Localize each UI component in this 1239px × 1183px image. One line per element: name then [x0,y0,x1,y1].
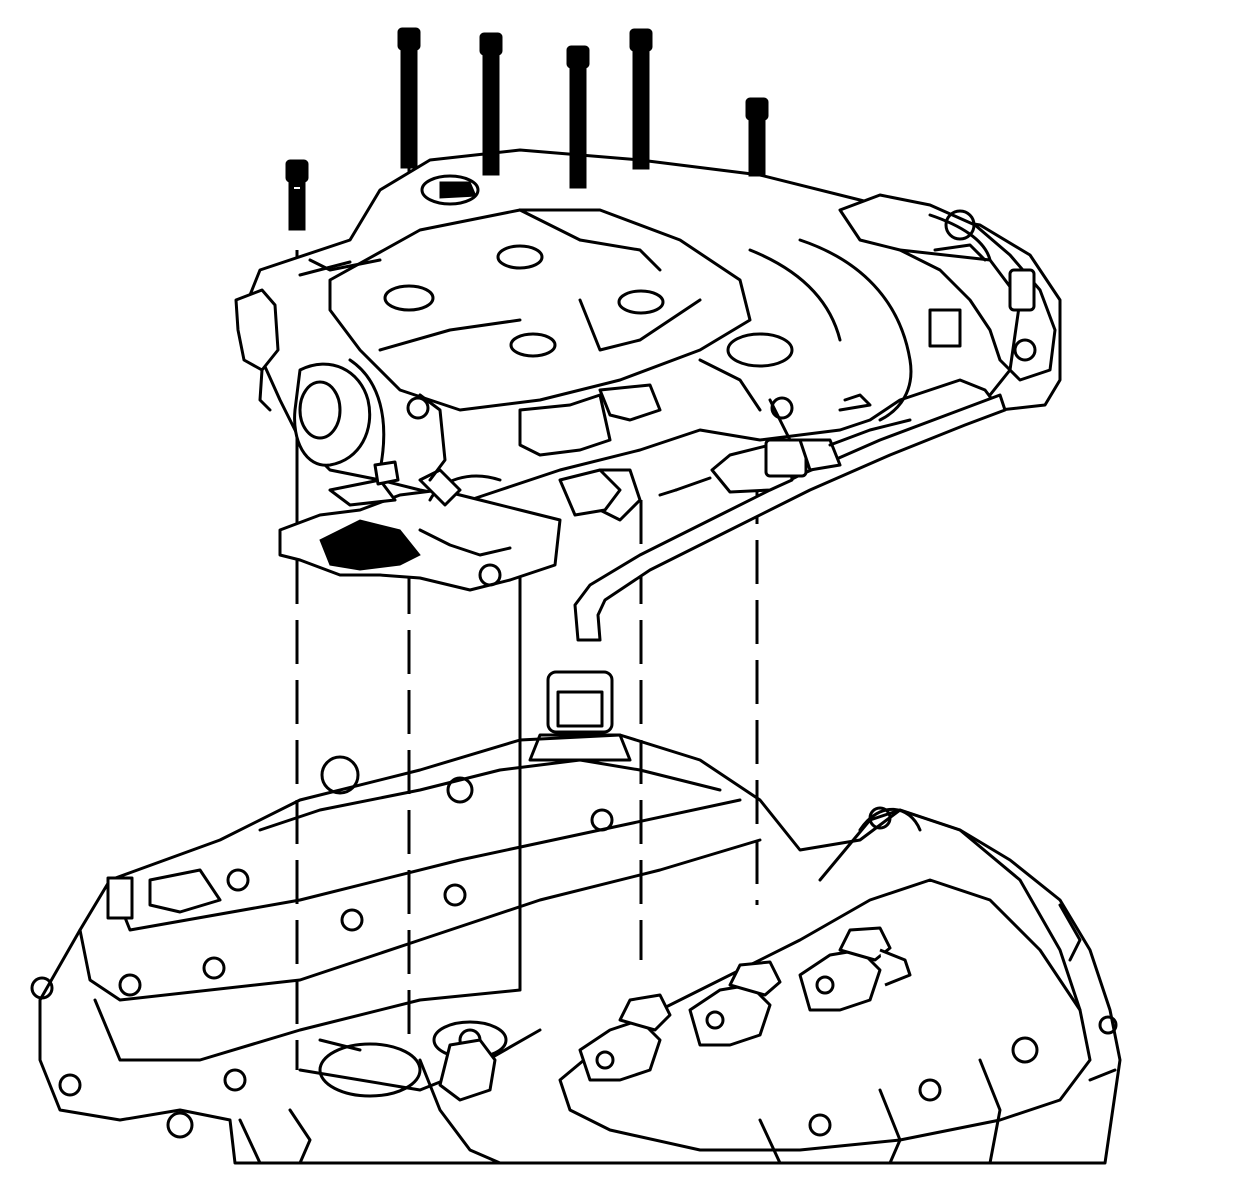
manifold-bolts [285,27,769,231]
ignition-coil [578,926,912,1082]
fuel-line [573,393,1007,642]
bolt-1 [285,159,309,231]
bolt-2 [397,27,421,169]
bolt-6 [745,97,769,177]
cylinder-head [30,670,1122,1165]
bolt-4 [566,45,590,189]
bolt-3 [479,32,503,176]
bolt-5 [629,28,653,170]
intake-manifold [234,148,1062,592]
